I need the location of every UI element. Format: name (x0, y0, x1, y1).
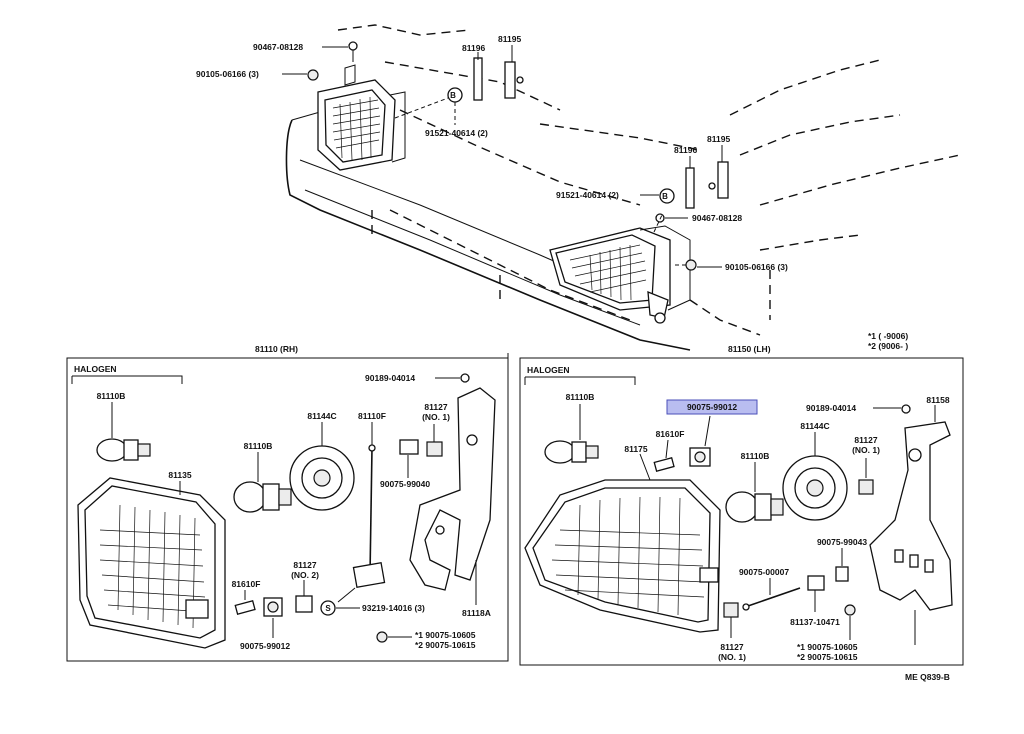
lh-label-81127-no1-bottom-sub: (NO. 1) (718, 652, 746, 662)
rh-label-81127-no2: 81127 (293, 560, 316, 570)
badge-b-lh: B (662, 192, 668, 201)
rh-headlamp-top (317, 64, 406, 171)
rh-label-81110b-a: 81110B (97, 391, 126, 401)
lh-label-81110b-a: 81110B (566, 392, 595, 402)
label-90105-06166-lh: 90105-06166 (3) (725, 262, 788, 272)
lh-headlamp-top (549, 225, 691, 324)
car-front-view (285, 24, 961, 351)
rh-label-81127-no1-sub: (NO. 1) (422, 412, 450, 422)
label-81196-lh: 81196 (674, 145, 697, 155)
lh-label-81110b-b: 81110B (741, 451, 770, 461)
rh-label-90189: 90189-04014 (365, 373, 415, 383)
label-91521-40614-rh: 91521-40614 (2) (425, 128, 488, 138)
label-81196-rh: 81196 (462, 43, 485, 53)
lh-parts (524, 404, 953, 645)
lh-label-81144c: 81144C (800, 421, 829, 431)
rh-label-81118a: 81118A (462, 608, 491, 618)
lh-label-81127-no1-sub: (NO. 1) (852, 445, 880, 455)
lh-assembly-box (519, 357, 964, 666)
lh-label-81610f: 81610F (656, 429, 685, 439)
label-90105-06166-rh: 90105-06166 (3) (196, 69, 259, 79)
lh-label-star1: *1 90075-10605 (797, 642, 858, 652)
variant-legend-2: *2 (9006- ) (868, 341, 908, 351)
rh-label-81610f: 81610F (232, 579, 261, 589)
highlight-90075-99012 (666, 399, 758, 415)
rh-label-90075-99040: 90075-99040 (380, 479, 430, 489)
lh-label-90075-99012: 90075-99012 (687, 402, 737, 412)
lh-halogen-label: HALOGEN (527, 365, 570, 375)
top-hardware (282, 41, 729, 271)
rh-label-81127-no1: 81127 (424, 402, 447, 412)
rh-label-93219: 93219-14016 (3) (362, 603, 425, 613)
label-81195-lh: 81195 (707, 134, 730, 144)
label-90467-08128-rh: 90467-08128 (253, 42, 303, 52)
lh-label-90075-00007: 90075-00007 (739, 567, 789, 577)
label-90467-08128-lh: 90467-08128 (692, 213, 742, 223)
rh-label-81110f: 81110F (358, 411, 386, 421)
lh-label-81127-no1-bottom: 81127 (720, 642, 743, 652)
rh-assembly-title: 81110 (RH) (255, 344, 298, 354)
rh-label-81135: 81135 (168, 470, 191, 480)
rh-label-81110b-b: 81110B (244, 441, 273, 451)
rh-parts (77, 373, 496, 649)
label-91521-40614-lh: 91521-40614 (2) (556, 190, 619, 200)
lh-label-81127-no1: 81127 (854, 435, 877, 445)
lh-label-star2: *2 90075-10615 (797, 652, 858, 662)
rh-label-81144c: 81144C (307, 411, 336, 421)
rh-badge-s: S (325, 604, 331, 613)
lh-label-81175: 81175 (624, 444, 647, 454)
lh-label-81137-10471: 81137-10471 (790, 617, 840, 627)
label-81195-rh: 81195 (498, 34, 521, 44)
rh-halogen-label: HALOGEN (74, 364, 117, 374)
rh-label-star2: *2 90075-10615 (415, 640, 476, 650)
diagram-code: ME Q839-B (905, 672, 950, 682)
rh-label-81127-no2-sub: (NO. 2) (291, 570, 319, 580)
lh-label-81158: 81158 (926, 395, 949, 405)
rh-assembly-box (66, 357, 509, 662)
lh-label-90075-99043: 90075-99043 (817, 537, 867, 547)
rh-label-star1: *1 90075-10605 (415, 630, 476, 640)
lh-assembly-title: 81150 (LH) (728, 344, 771, 354)
lh-label-90189: 90189-04014 (806, 403, 856, 413)
rh-label-90075-99012: 90075-99012 (240, 641, 290, 651)
badge-b-rh: B (450, 91, 456, 100)
variant-legend-1: *1 ( -9006) (868, 331, 908, 341)
